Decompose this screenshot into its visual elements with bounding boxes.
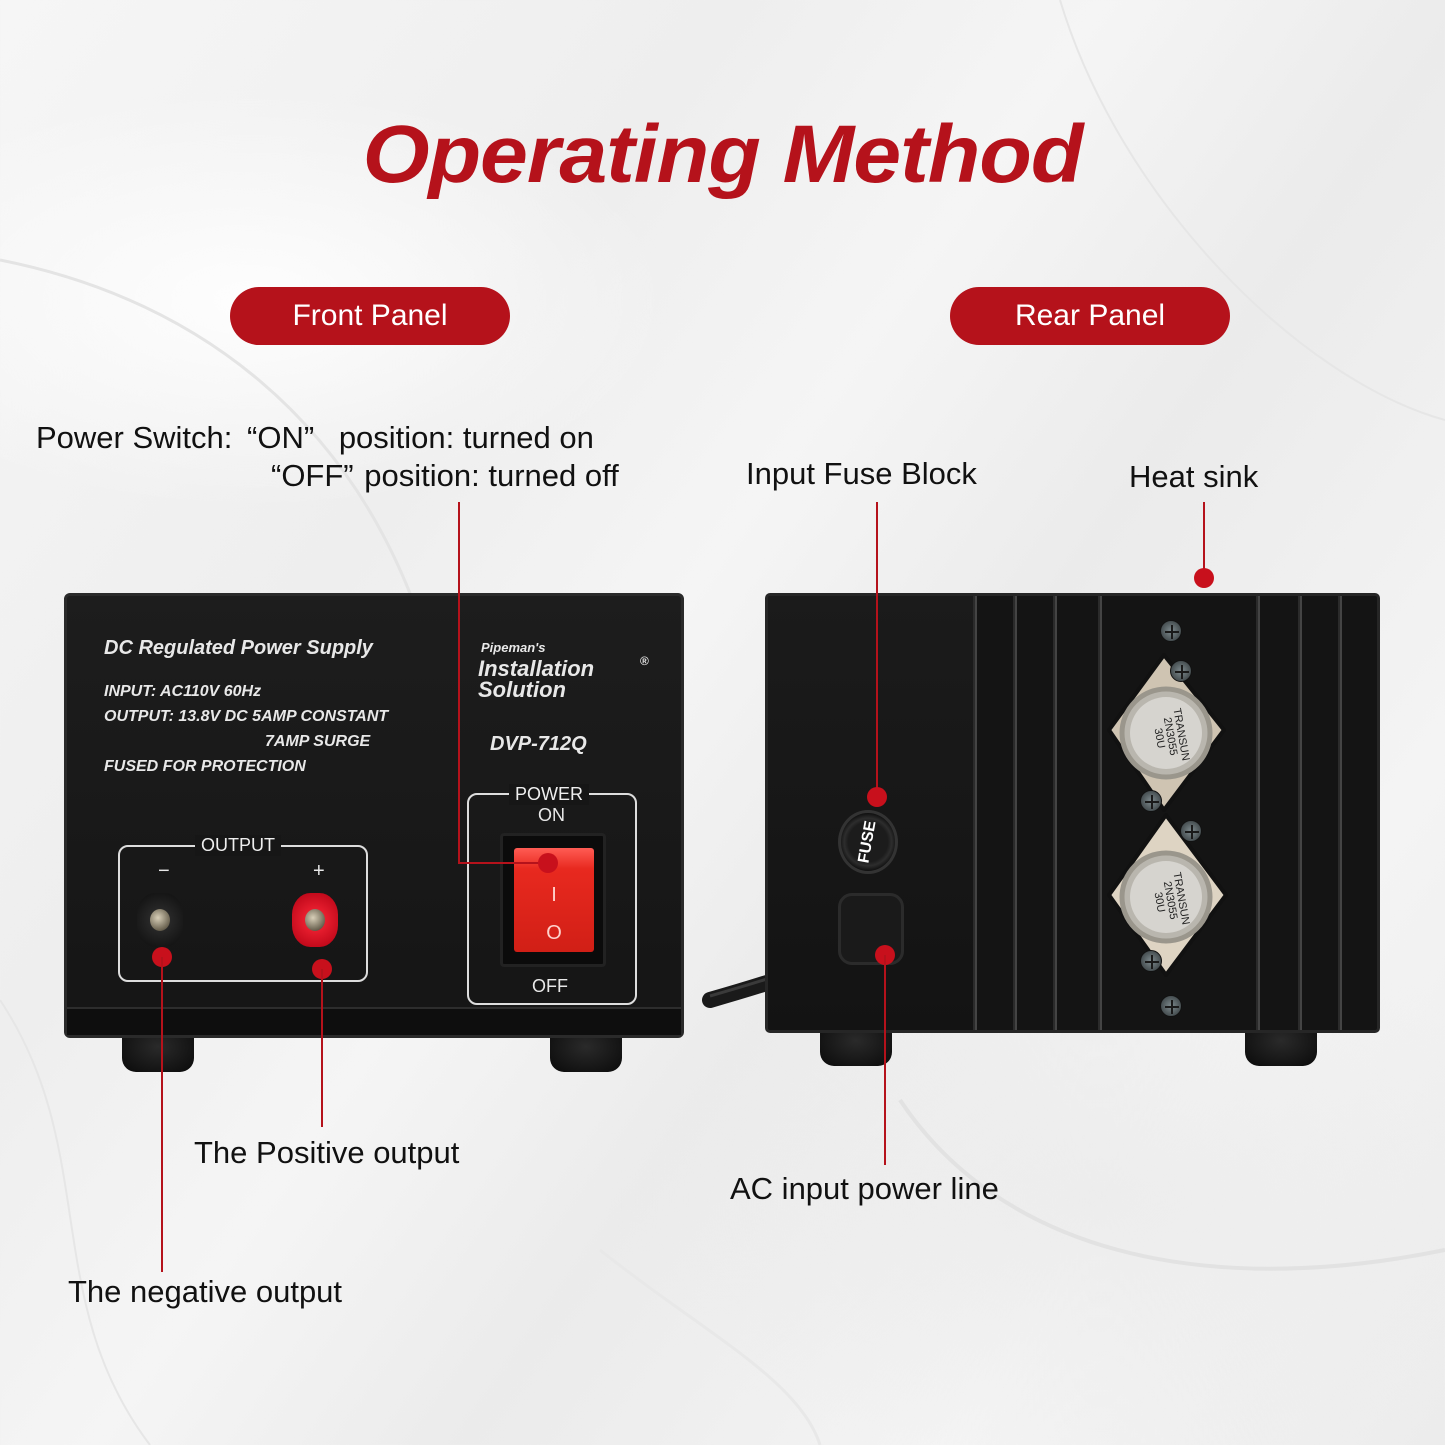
minus-sign: − [158,860,170,882]
power-transistors [1107,653,1228,977]
front-foot-right [550,1036,622,1072]
front-heading: DC Regulated Power Supply [104,637,373,659]
rear-panel-badge: Rear Panel [950,287,1230,345]
brand-line-2: Installation [478,656,595,681]
rear-foot-right [1245,1030,1317,1066]
fuse-dot [867,787,887,807]
front-foot-left [122,1036,194,1072]
off-label: OFF [532,976,568,996]
negative-output-label: The negative output [68,1274,343,1309]
heat-sink-dot [1194,568,1214,588]
brand-line-3: Solution [478,677,566,702]
screw-icon [1170,660,1192,682]
power-switch-leader [458,502,460,864]
screw-icon [1180,820,1202,842]
input-spec: INPUT: AC110V 60Hz [104,683,262,700]
power-switch-leader-h [458,862,548,864]
switch-off-symbol: O [546,922,562,944]
plus-sign: + [313,860,325,882]
on-label: ON [538,805,565,825]
power-label: POWER [509,784,590,805]
fuse-note: FUSED FOR PROTECTION [104,758,306,775]
registered-mark: ® [640,654,649,668]
fuse-text: FUSE [855,819,880,865]
positive-output-label: The Positive output [194,1135,460,1170]
model-number: DVP-712Q [490,733,587,755]
screw-icon [1160,995,1182,1017]
power-rocker-switch[interactable]: I O [500,833,606,967]
power-switch-dot [538,853,558,873]
positive-terminal[interactable] [292,893,338,947]
rear-foot-left [820,1030,892,1066]
brand-line-1: Pipeman's [481,640,546,655]
screw-icon [1160,620,1182,642]
positive-output-leader [321,969,323,1127]
output-box-label: OUTPUT [195,835,281,856]
page-title: Operating Method [362,109,1084,200]
heat-sink-label: Heat sink [1129,459,1259,494]
switch-on-symbol: I [551,884,557,906]
power-switch-off-label: “OFF” position: turned off [271,458,619,493]
fuse-holder[interactable]: FUSE [838,810,898,874]
screw-icon [1140,790,1162,812]
front-bottom-rim [67,1007,681,1035]
front-panel-badge: Front Panel [230,287,510,345]
power-switch-label: Power Switch: “ON” position: turned on [36,420,594,455]
screw-icon [1140,950,1162,972]
heat-sink-leader [1203,502,1205,578]
input-fuse-block-label: Input Fuse Block [746,456,977,491]
ac-input-leader [884,955,886,1165]
negative-terminal[interactable] [137,893,183,947]
fuse-leader [876,502,878,797]
output-spec: OUTPUT: 13.8V DC 5AMP CONSTANT [104,708,389,725]
negative-output-leader [161,957,163,1272]
ac-input-label: AC input power line [730,1171,999,1206]
surge-spec: 7AMP SURGE [265,733,371,750]
